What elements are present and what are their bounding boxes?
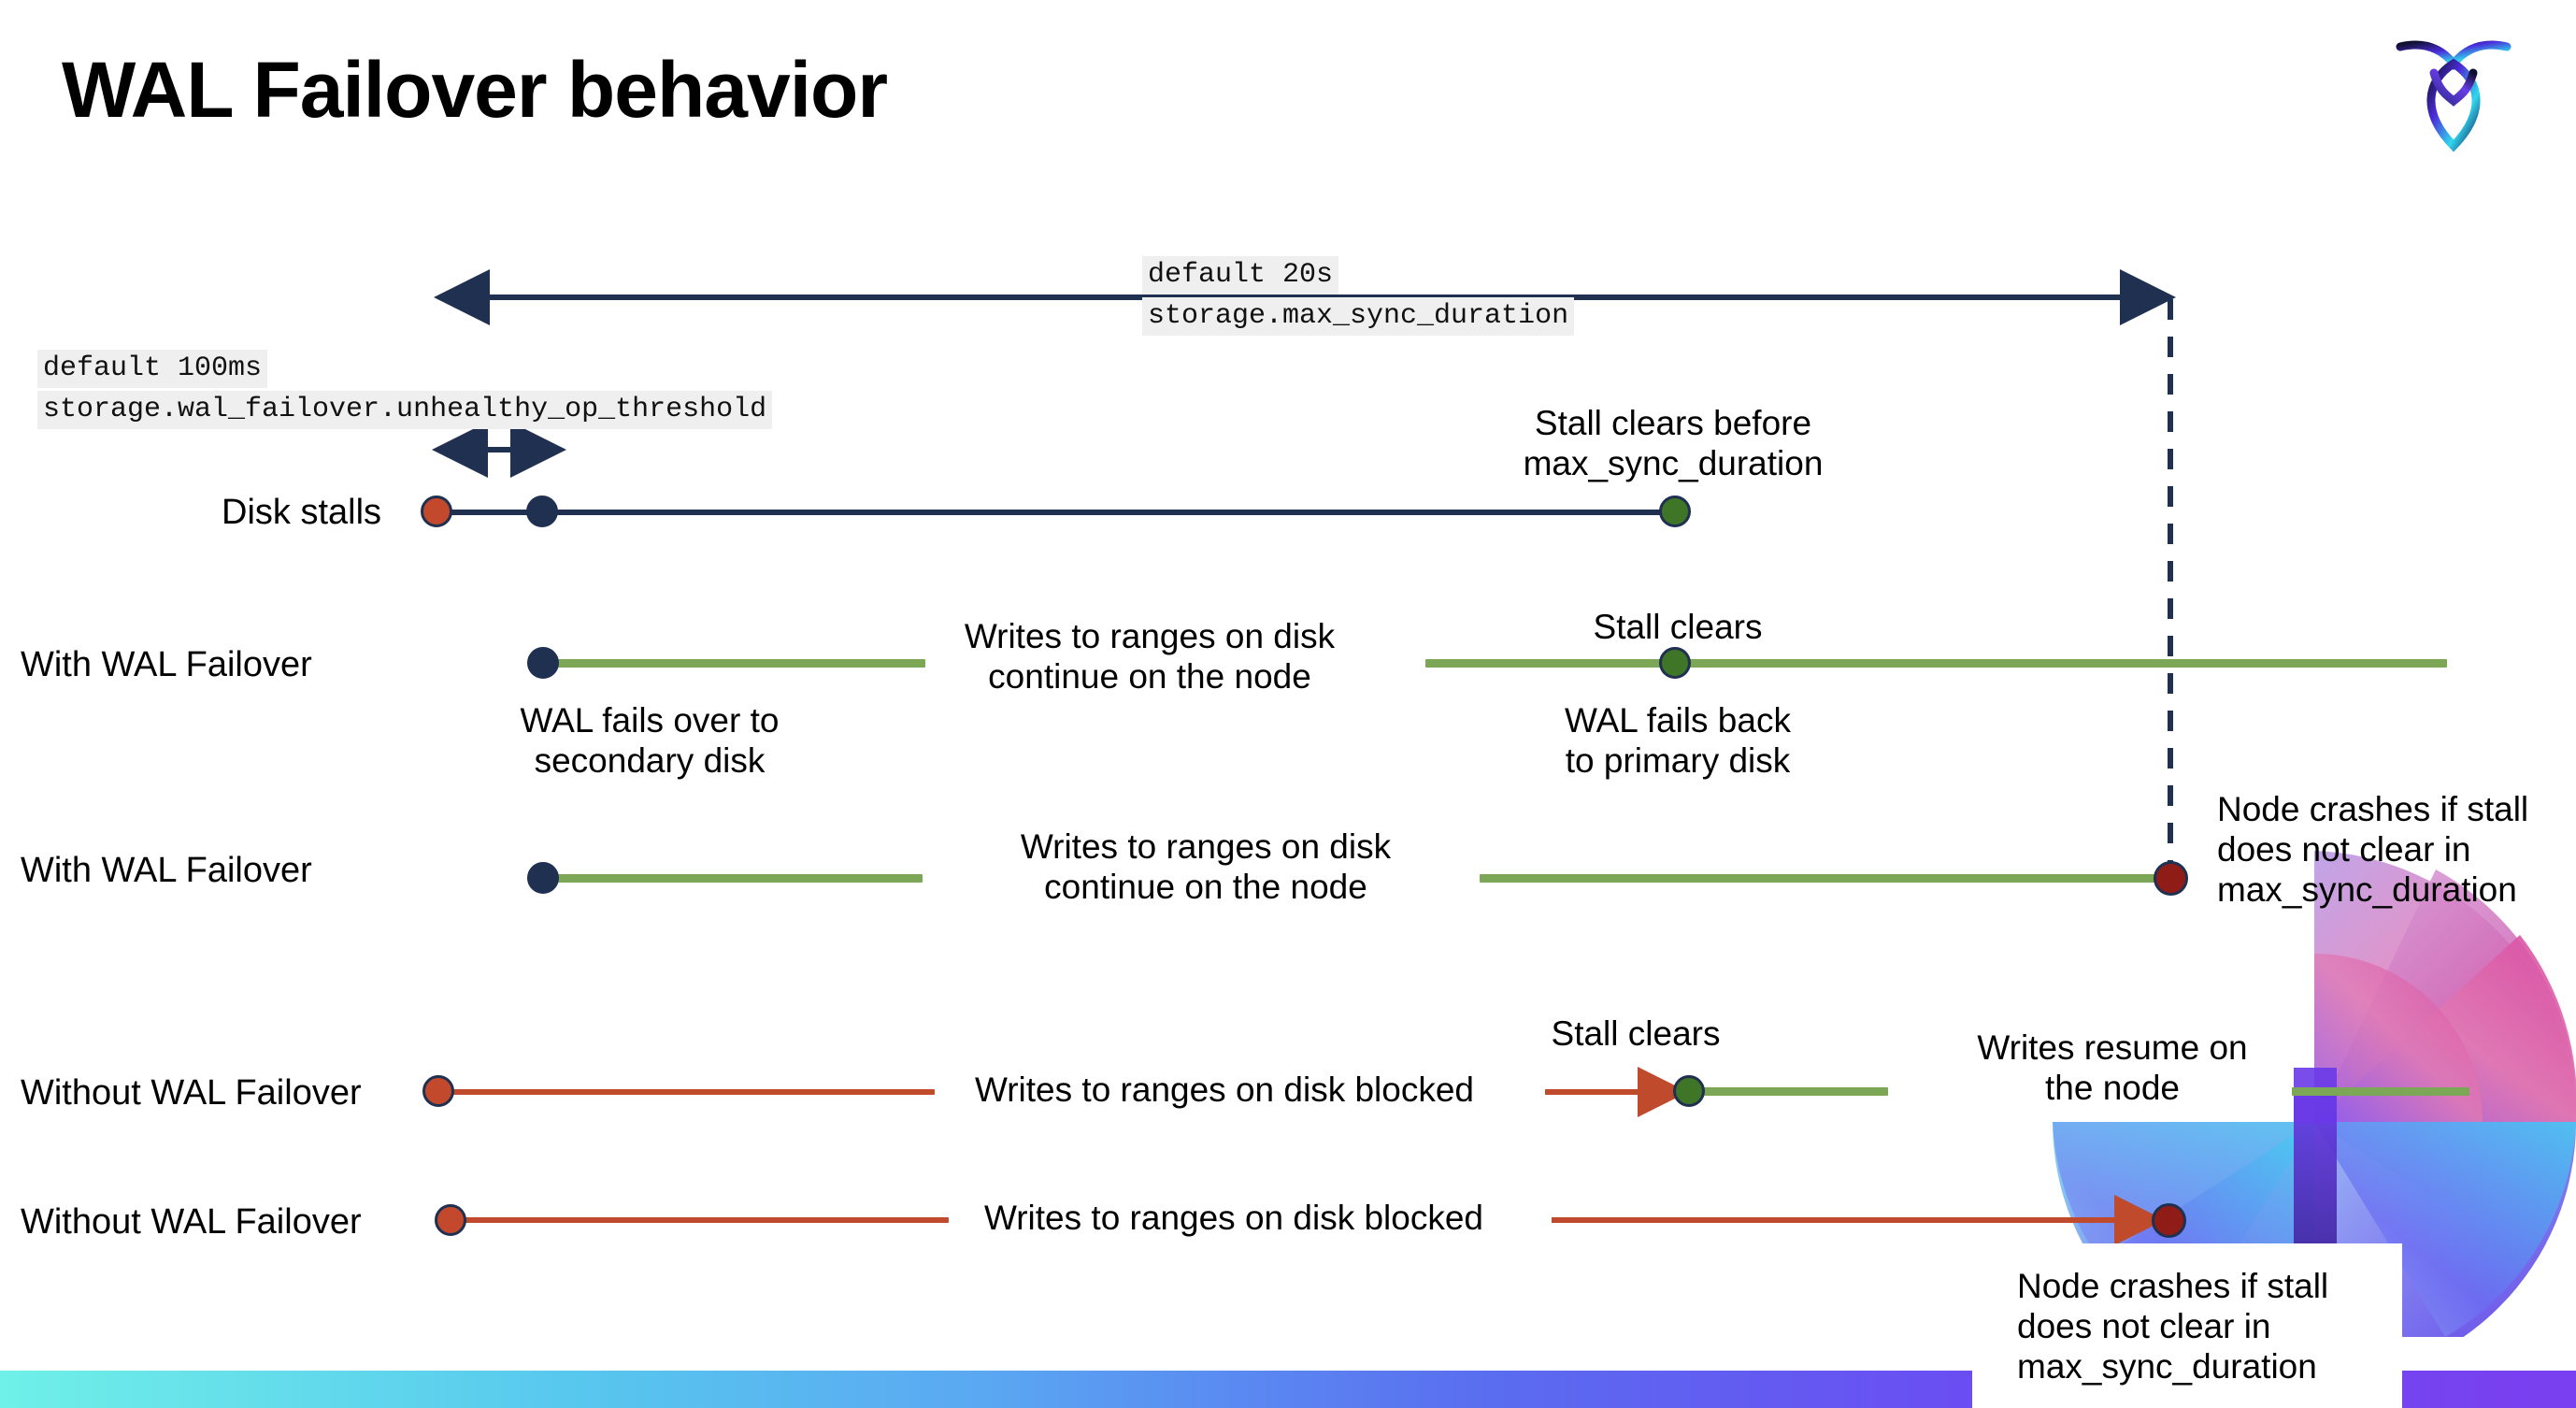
page-title: WAL Failover behavior [62,46,888,134]
without-wal-clears-track-left [444,1089,935,1095]
row-label-with-wal-failover-clears: With WAL Failover [21,645,312,684]
disk-stalls-track [437,510,1681,515]
disk-stalls-failover-dot[interactable] [526,496,558,527]
unhealthy-op-threshold-setting-chip: storage.wal_failover.unhealthy_op_thresh… [37,391,773,429]
wal-failover-crash-track-right [1480,874,2169,883]
without-wal-clears-track-mid [1701,1087,1888,1096]
max-sync-duration-default-chip: default 20s [1142,256,1339,295]
without-wal-clears-start-dot[interactable] [422,1075,454,1107]
disk-stalls-clear-annotation: Stall clears before max_sync_duration [1523,404,1824,482]
wal-failover-clears-mid-annotation: Writes to ranges on disk continue on the… [964,617,1336,696]
wal-failover-crash-node-crash-dot[interactable] [2154,861,2188,896]
without-wal-crash-mid-annotation: Writes to ranges on disk blocked [983,1199,1484,1237]
wal-failover-clears-track-left [542,659,925,668]
without-wal-crash-end-annotation: Node crashes if stall does not clear in … [2017,1267,2329,1386]
without-wal-crash-track-left [458,1217,949,1223]
disk-stalls-start-dot[interactable] [421,496,452,527]
wal-failover-crash-end-annotation: Node crashes if stall does not clear in … [2217,790,2529,909]
wal-failover-clears-end-annotation: WAL fails back to primary disk [1565,701,1791,780]
wal-failover-clears-track-right [1425,659,2447,668]
cockroachdb-logo-icon [2393,26,2514,157]
without-wal-clears-track-right [2292,1087,2469,1096]
wal-failover-crash-mid-annotation: Writes to ranges on disk continue on the… [1020,827,1392,906]
wal-failover-clears-start-annotation: WAL fails over to secondary disk [520,701,780,780]
wal-failover-crash-track-left [542,874,923,883]
row-label-with-wal-failover-crash: With WAL Failover [21,851,312,890]
row-label-without-wal-failover-clears: Without WAL Failover [21,1073,362,1113]
wal-failover-crash-start-dot[interactable] [527,862,559,894]
node-crash-callout-panel [1972,1243,2402,1408]
without-wal-clears-end-annotation: Writes resume on the node [1977,1028,2248,1107]
wal-failover-clears-event-annotation: Stall clears [1593,608,1763,646]
row-label-disk-stalls: Disk stalls [222,493,382,532]
wal-failover-clears-start-dot[interactable] [527,647,559,679]
without-wal-clears-event-annotation: Stall clears [1551,1014,1721,1053]
row-label-without-wal-failover-crash: Without WAL Failover [21,1202,362,1242]
wal-failover-clears-clear-dot[interactable] [1659,647,1691,679]
unhealthy-op-threshold-default-chip: default 100ms [37,350,268,388]
without-wal-clears-clear-dot[interactable] [1673,1075,1705,1107]
disk-stalls-clear-dot[interactable] [1659,496,1691,527]
max-sync-duration-setting-chip: storage.max_sync_duration [1142,297,1575,336]
without-wal-clears-mid-annotation: Writes to ranges on disk blocked [974,1070,1475,1109]
without-wal-crash-node-crash-dot[interactable] [2152,1203,2186,1238]
without-wal-crash-start-dot[interactable] [435,1204,466,1236]
